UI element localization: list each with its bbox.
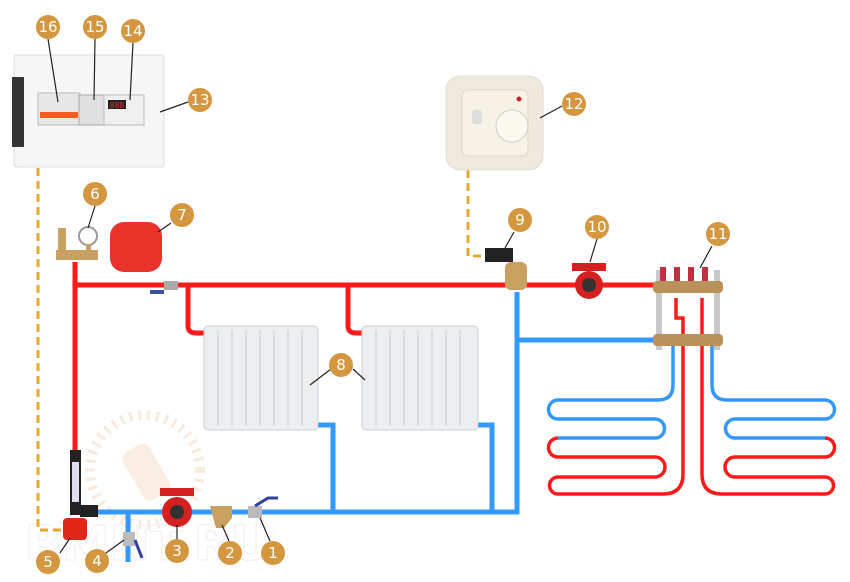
svg-text:5: 5 — [43, 553, 53, 571]
svg-text:3: 3 — [172, 542, 182, 560]
badge-16: 16 — [36, 15, 60, 39]
boiler-control-wire — [36, 168, 62, 532]
return-pipes — [95, 292, 657, 562]
badge-2: 2 — [218, 541, 242, 565]
badge-1: 1 — [261, 541, 285, 565]
strainer — [210, 506, 232, 528]
leader-lines — [47, 38, 713, 554]
badge-13: 13 — [188, 88, 212, 112]
svg-text:8: 8 — [336, 356, 346, 374]
svg-text:4: 4 — [92, 552, 102, 570]
control-panel: 888 — [12, 54, 165, 168]
svg-text:11: 11 — [708, 225, 727, 243]
badges: 1 2 3 4 5 6 7 8 9 10 11 12 13 14 15 16 — [36, 15, 730, 574]
badge-10: 10 — [585, 215, 609, 239]
badge-12: 12 — [562, 92, 586, 116]
mixing-valve — [485, 248, 527, 290]
badge-4: 4 — [85, 549, 109, 573]
underfloor-heating-loops — [546, 298, 837, 496]
svg-text:15: 15 — [85, 18, 104, 36]
relay-display: 888 — [110, 101, 125, 110]
badge-6: 6 — [83, 182, 107, 206]
svg-text:9: 9 — [515, 211, 525, 229]
badge-11: 11 — [706, 222, 730, 246]
svg-text:13: 13 — [190, 91, 209, 109]
badge-14: 14 — [121, 19, 145, 43]
badge-15: 15 — [83, 15, 107, 39]
safety-group — [56, 226, 98, 260]
circulation-pump — [160, 488, 194, 527]
badge-3: 3 — [165, 539, 189, 563]
drain-valve — [123, 532, 144, 559]
badge-5: 5 — [36, 550, 60, 574]
svg-text:10: 10 — [587, 218, 606, 236]
room-thermostat — [445, 75, 544, 171]
badge-9: 9 — [508, 208, 532, 232]
svg-text:2: 2 — [225, 544, 235, 562]
manifold — [653, 267, 723, 350]
ball-valve — [248, 496, 278, 518]
floor-pump — [572, 263, 606, 299]
supply-pipes — [72, 262, 657, 450]
svg-text:1: 1 — [268, 544, 278, 562]
badge-8: 8 — [329, 353, 353, 377]
svg-text:7: 7 — [177, 206, 187, 224]
svg-text:12: 12 — [564, 95, 583, 113]
electric-boiler — [63, 450, 98, 540]
badge-7: 7 — [170, 203, 194, 227]
expansion-tank — [110, 222, 178, 294]
thermostat-wire — [466, 170, 490, 258]
svg-text:6: 6 — [90, 185, 100, 203]
svg-text:16: 16 — [38, 18, 57, 36]
svg-text:14: 14 — [123, 22, 142, 40]
radiator-1 — [203, 325, 319, 431]
radiator-2 — [361, 325, 479, 431]
